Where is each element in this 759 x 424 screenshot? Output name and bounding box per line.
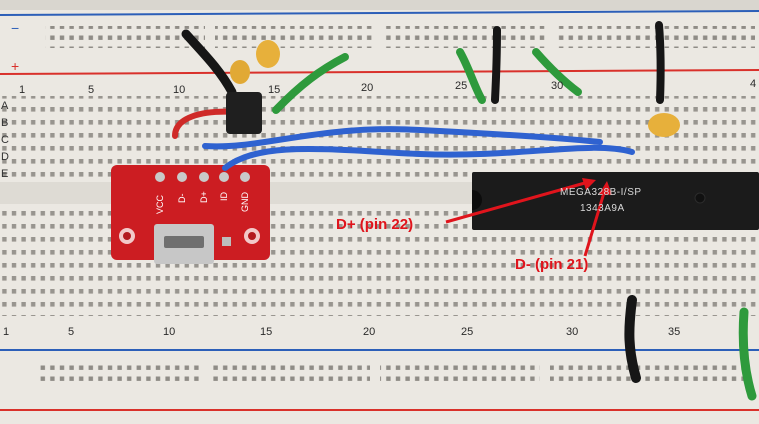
pin-label-id: ID	[219, 192, 229, 201]
green-wire-top-mid	[456, 48, 486, 104]
black-wire-top-right	[655, 21, 665, 104]
col-num-top-20: 20	[361, 82, 374, 94]
col-num-bottom-20: 20	[363, 326, 376, 338]
upper-terminal-holes	[0, 96, 759, 178]
chip-label-line2: 1343A9A	[580, 203, 625, 214]
black-wire-left	[181, 29, 237, 97]
blue-wire-lower	[222, 144, 635, 171]
blue-wire-upper	[202, 126, 603, 150]
green-wire-top-left	[272, 53, 349, 114]
col-num-top-5: 5	[88, 84, 95, 96]
chip-label-line1: MEGA328B-I/SP	[560, 187, 642, 198]
col-num-top-1: 1	[19, 84, 26, 96]
col-num-top-15: 15	[268, 84, 281, 96]
row-letter-a: A	[1, 100, 9, 112]
black-wire-top-mid	[491, 26, 501, 104]
voltage-regulator	[226, 92, 262, 134]
col-num-top-30: 30	[551, 80, 564, 92]
pin-label-vcc: VCC	[155, 194, 165, 214]
capacitor-top	[256, 40, 280, 68]
arrow-dplus	[445, 179, 593, 224]
rail-plus-label: +	[11, 58, 20, 74]
col-num-top-40: 4	[750, 78, 757, 90]
row-letter-e: E	[1, 168, 9, 180]
capacitor-mid	[230, 60, 250, 84]
rail-minus-label: −	[11, 20, 20, 36]
row-letter-d: D	[1, 151, 9, 163]
col-num-bottom-10: 10	[163, 326, 176, 338]
col-num-bottom-5: 5	[68, 326, 75, 338]
usb-breakout-board	[111, 165, 270, 260]
arrow-dminus	[583, 185, 608, 257]
bottom-rail-holes	[40, 362, 750, 384]
col-num-bottom-30: 30	[566, 326, 579, 338]
col-num-bottom-25: 25	[461, 326, 474, 338]
annotation-dplus-pin22: D+ (pin 22)	[336, 216, 414, 233]
top-rail-blue-line	[0, 10, 759, 16]
col-num-top-10: 10	[173, 84, 186, 96]
col-num-top-25: 25	[455, 80, 468, 92]
atmega-chip	[472, 172, 759, 230]
pin-label-dplus: D+	[199, 191, 209, 203]
pin-label-gnd: GND	[240, 192, 250, 212]
annotation-dminus-pin21: D- (pin 21)	[515, 256, 589, 273]
black-wire-bottom	[624, 295, 641, 383]
row-letter-b: B	[1, 117, 9, 129]
col-num-bottom-1: 1	[3, 326, 10, 338]
col-num-bottom-15: 15	[260, 326, 273, 338]
top-rail-holes	[45, 26, 755, 48]
capacitor-right	[648, 113, 680, 137]
green-wire-bottom	[738, 307, 757, 401]
row-letter-c: C	[1, 134, 9, 146]
col-num-bottom-35: 35	[668, 326, 681, 338]
pin-label-dminus: D-	[177, 193, 187, 204]
top-rail-red-line	[0, 69, 759, 75]
green-wire-top-right	[532, 48, 582, 96]
